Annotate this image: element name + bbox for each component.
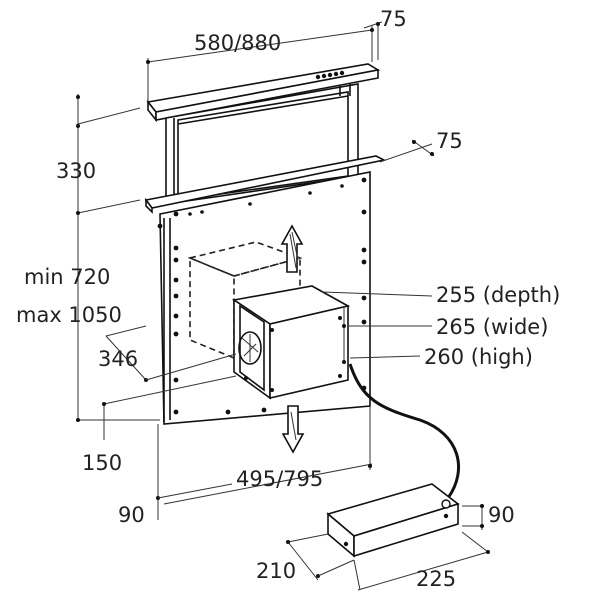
box-dimensions <box>286 504 490 591</box>
rising-panel <box>144 63 387 214</box>
label-base-90: 90 <box>118 503 145 527</box>
label-depth-glass: 75 <box>436 129 463 153</box>
label-motor-high: 260 (high) <box>424 345 533 369</box>
left-height-dimensions <box>76 94 160 422</box>
label-box-210: 210 <box>256 559 296 583</box>
label-width-bottom: 495/795 <box>236 467 323 491</box>
label-height-rise: 330 <box>56 159 96 183</box>
label-width-top: 580/880 <box>194 31 281 55</box>
label-max-height: max 1050 <box>16 303 122 327</box>
lower-left-dimensions <box>102 325 237 520</box>
power-cable <box>348 363 461 499</box>
airflow-down-arrow <box>281 405 305 454</box>
label-motor-depth: 255 (depth) <box>436 283 560 307</box>
label-150: 150 <box>82 451 122 475</box>
bottom-width-dimension <box>163 406 373 505</box>
label-346: 346 <box>98 347 138 371</box>
airflow-up-arrow <box>280 224 304 273</box>
top-width-dimension <box>146 21 383 104</box>
motor-leader-lines <box>321 291 433 364</box>
glass-depth-dimension <box>379 139 435 163</box>
label-motor-wide: 265 (wide) <box>436 315 548 339</box>
motor-unit <box>231 285 351 400</box>
control-box <box>326 483 460 558</box>
label-depth-top: 75 <box>380 7 407 31</box>
label-box-225: 225 <box>416 567 456 591</box>
dashed-motor-position <box>187 241 303 360</box>
label-min-height: min 720 <box>24 265 110 289</box>
label-box-90: 90 <box>488 503 515 527</box>
